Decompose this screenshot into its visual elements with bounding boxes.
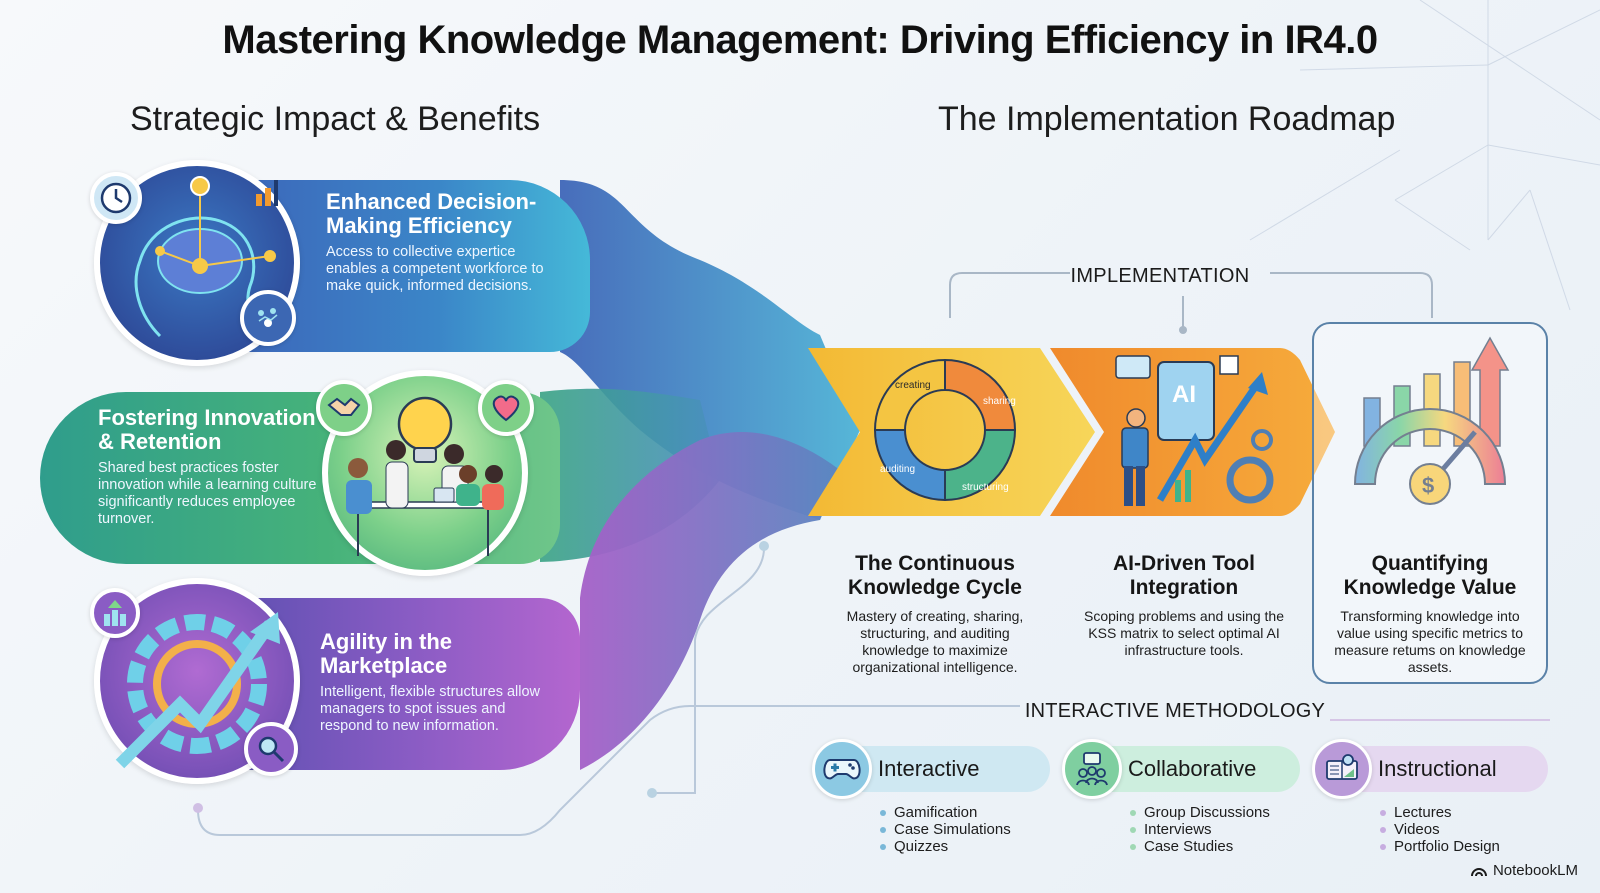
list-item: Interviews — [1130, 821, 1270, 838]
ribbon-purple — [580, 431, 840, 770]
bar-chart-icon — [254, 178, 284, 213]
list-item: Portfolio Design — [1380, 838, 1500, 855]
benefit-description: Access to collective expertice enables a… — [326, 244, 544, 294]
methodology-label: INTERACTIVE METHODOLOGY — [1024, 700, 1326, 722]
step-title-ai-integration: AI-Driven Tool Integration — [1113, 552, 1255, 599]
step-description-knowledge-cycle: Mastery of creating, sharing, structurin… — [846, 608, 1024, 675]
section-title-benefits: Strategic Impact & Benefits — [130, 100, 541, 138]
brand-logo: NotebookLM — [1470, 862, 1578, 879]
list-item: Gamification — [880, 804, 1011, 821]
step-title-value: Quantifying Knowledge Value — [1343, 552, 1517, 599]
method-list-instructional: Lectures Videos Portfolio Design — [1380, 804, 1500, 855]
benefit-description: Shared best practices foster innovation … — [98, 460, 317, 527]
connector-lines — [197, 547, 1550, 836]
method-label: Interactive — [878, 756, 980, 781]
ai-integration-icon: AI — [1115, 355, 1274, 506]
handshake-icon — [316, 380, 372, 436]
svg-text:structuring: structuring — [962, 482, 1009, 493]
list-item: Case Studies — [1130, 838, 1270, 855]
list-item: Videos — [1380, 821, 1500, 838]
magnifier-icon — [244, 722, 298, 776]
benefit-title: Fostering Innovation & Retention — [98, 405, 316, 454]
data-points-icon — [240, 290, 296, 346]
list-item: Case Simulations — [880, 821, 1011, 838]
main-title: Mastering Knowledge Management: Driving … — [222, 18, 1378, 62]
method-label: Collaborative — [1128, 756, 1257, 781]
method-label: Instructional — [1378, 756, 1497, 781]
step-description-value: Transforming knowledge into value using … — [1334, 608, 1526, 675]
svg-text:AI: AI — [1172, 381, 1196, 408]
team-meeting-graphic — [346, 396, 504, 556]
section-title-roadmap: The Implementation Roadmap — [938, 100, 1396, 138]
brain-head-graphic — [134, 176, 276, 338]
group-chat-icon — [1062, 739, 1122, 799]
gear-arrow-graphic — [115, 612, 280, 769]
step-description-ai-integration: Scoping problems and using the KSS matri… — [1083, 608, 1285, 658]
growth-chart-icon — [90, 588, 140, 638]
list-item: Group Discussions — [1130, 804, 1270, 821]
svg-text:$: $ — [1422, 473, 1434, 498]
benefit-text-innovation: Fostering Innovation & Retention Shared … — [98, 406, 318, 528]
method-list-interactive: Gamification Case Simulations Quizzes — [880, 804, 1011, 855]
benefit-description: Intelligent, flexible structures allow m… — [320, 684, 541, 734]
list-item: Lectures — [1380, 804, 1500, 821]
method-list-collaborative: Group Discussions Interviews Case Studie… — [1130, 804, 1270, 855]
brand-name: NotebookLM — [1492, 862, 1578, 879]
svg-text:sharing: sharing — [983, 396, 1016, 407]
benefit-text-agility: Agility in the Marketplace Intelligent, … — [320, 630, 560, 735]
list-item: Quizzes — [880, 838, 1011, 855]
heart-icon — [478, 380, 534, 436]
ribbon-blue — [560, 180, 860, 520]
implementation-bracket — [949, 272, 1433, 328]
svg-text:auditing: auditing — [880, 464, 915, 475]
benefit-text-decision-making: Enhanced Decision-Making Efficiency Acce… — [326, 190, 566, 295]
chevron-knowledge-cycle — [808, 348, 1095, 516]
notebooklm-icon — [1470, 867, 1487, 876]
benefit-title: Enhanced Decision-Making Efficiency — [326, 189, 537, 238]
step-title-knowledge-cycle: The Continuous Knowledge Cycle — [848, 552, 1022, 599]
svg-text:creating: creating — [895, 380, 931, 391]
clock-icon — [90, 172, 142, 224]
value-gauge-icon: $ — [1353, 336, 1510, 505]
gamepad-icon — [812, 739, 872, 799]
value-box — [1312, 322, 1548, 684]
network-decoration — [1249, 0, 1600, 311]
knowledge-cycle-icon: creating sharing structuring auditing — [873, 358, 1017, 502]
implementation-label: IMPLEMENTATION — [1070, 265, 1250, 287]
benefit-title: Agility in the Marketplace — [320, 629, 452, 678]
projector-book-icon — [1312, 739, 1372, 799]
